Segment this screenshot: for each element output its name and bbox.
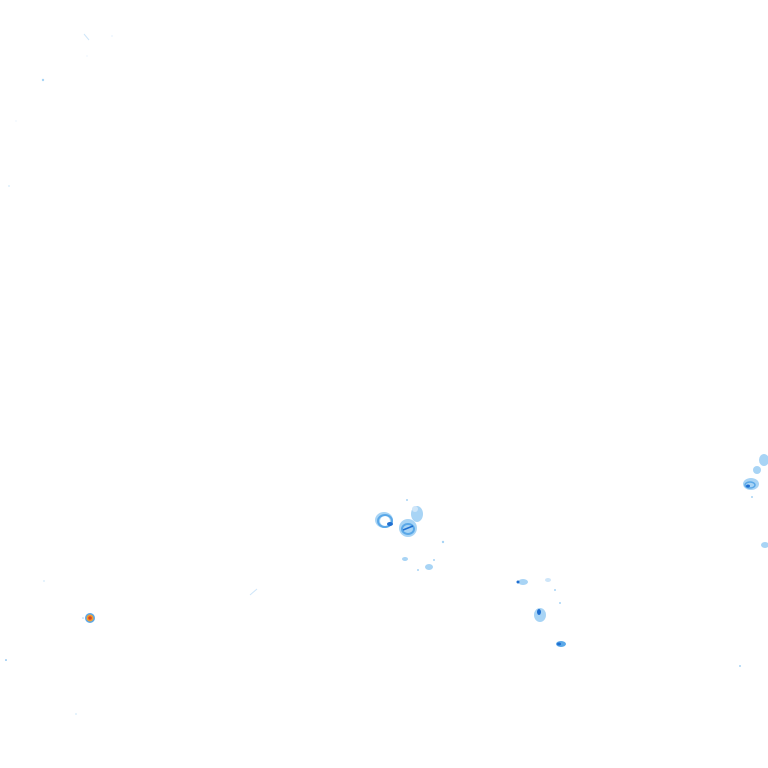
echo-cluster-center-south: [402, 557, 435, 571]
echo-cluster-east-edge: [739, 454, 768, 667]
echo-cluster-northwest-specks: [8, 33, 113, 187]
echo-cluster-center: [375, 499, 445, 544]
echo-cluster-southwest-cell: [5, 580, 258, 715]
echo-cluster-southeast: [516, 578, 566, 647]
